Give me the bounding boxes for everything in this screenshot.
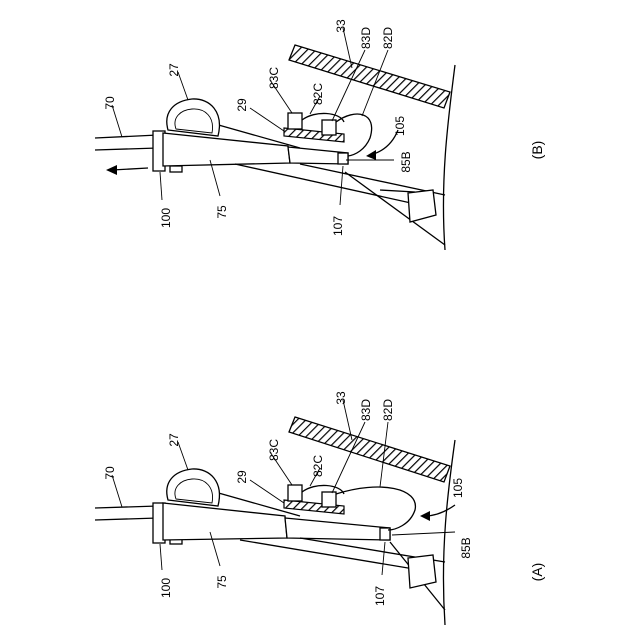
label-105: 105 [393, 116, 407, 136]
leader-29 [250, 480, 284, 503]
housing-line [380, 190, 415, 192]
leader-100 [160, 544, 162, 570]
label-29: 29 [235, 98, 249, 112]
label-85B: 85B [459, 537, 473, 558]
pointer-105-head [420, 511, 430, 521]
label-75: 75 [215, 575, 229, 589]
body-75 [163, 503, 287, 540]
label-83D: 83D [359, 399, 373, 421]
label-33: 33 [334, 19, 348, 33]
label-105: 105 [451, 478, 465, 498]
label-83C: 83C [267, 439, 281, 461]
label-27: 27 [167, 63, 181, 77]
caption-b: (B) [529, 141, 545, 160]
block-83C [288, 113, 302, 129]
housing-line [300, 164, 445, 195]
rope-70 [95, 148, 158, 150]
handle-27 [167, 469, 220, 506]
label-83D: 83D [359, 27, 373, 49]
label-107: 107 [373, 586, 387, 606]
end-block-107 [338, 153, 348, 164]
panel-b: 70 27 83C 33 83D 82D 29 82C 105 85B 100 … [95, 19, 545, 250]
label-70: 70 [103, 96, 117, 110]
caption-a: (A) [529, 563, 545, 582]
rope-70 [95, 135, 158, 138]
handle-27 [167, 99, 220, 136]
rope-70 [95, 506, 158, 508]
stop-block-100-lip [170, 166, 182, 172]
pointer-105-head [366, 150, 376, 160]
plate-extension [285, 518, 390, 540]
label-83C: 83C [267, 67, 281, 89]
block-83D [322, 492, 336, 507]
panel-a: 70 27 83C 33 83D 82D 29 82C 105 85B 100 … [95, 391, 545, 625]
label-82D: 82D [381, 27, 395, 49]
foot-block [408, 190, 436, 222]
label-82D: 82D [381, 399, 395, 421]
leader-85B [392, 532, 455, 535]
leader-107 [382, 542, 385, 575]
leader-29 [250, 108, 284, 131]
label-75: 75 [215, 205, 229, 219]
pull-arrow-shaft [112, 168, 148, 170]
housing-line [240, 540, 420, 570]
foot-block [408, 555, 436, 588]
label-85B: 85B [399, 151, 413, 172]
leader-107 [340, 166, 343, 205]
label-27: 27 [167, 433, 181, 447]
block-83D [322, 120, 336, 135]
pull-arrow-head [106, 165, 117, 175]
block-83C [288, 485, 302, 501]
label-82C: 82C [311, 83, 325, 105]
label-100: 100 [159, 208, 173, 228]
label-70: 70 [103, 466, 117, 480]
label-29: 29 [235, 470, 249, 484]
body-75 [163, 133, 290, 166]
leader-100 [160, 172, 162, 200]
label-82C: 82C [311, 455, 325, 477]
label-33: 33 [334, 391, 348, 405]
label-100: 100 [159, 578, 173, 598]
rope-70 [95, 518, 158, 520]
label-107: 107 [331, 216, 345, 236]
